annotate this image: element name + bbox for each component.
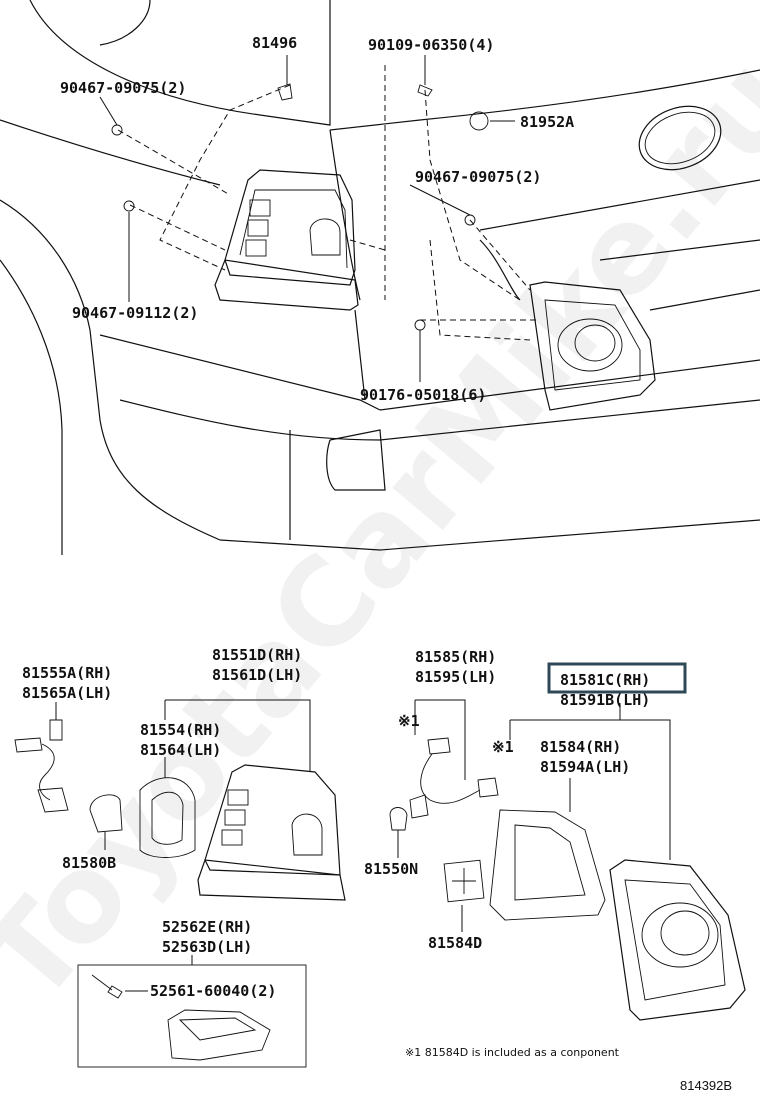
gasket-81584 [489,703,671,921]
gasket-81554 [139,757,196,858]
bulb-81580b [89,794,123,850]
socket-81585 [389,699,499,858]
label-52561-60040: 52561-60040(2) [150,982,276,1000]
highlight-81581c [547,662,687,694]
reflector-box-52562e [77,955,307,1068]
label-81581c: 81581C(RH) [560,671,650,689]
label-81564: 81564(LH) [140,741,221,759]
tail-lamp-left [214,169,359,311]
mark-1-a: ※1 [398,712,420,730]
fasteners-top [111,83,489,331]
label-81591b: 81591B(LH) [560,691,650,709]
label-81580b: 81580B [62,854,116,872]
label-81554: 81554(RH) [140,721,221,739]
tail-lamp-right [529,281,656,411]
label-81952a: 81952A [520,113,574,131]
figure-id: 814392B [680,1078,732,1093]
lamp-assy-81581c [609,859,746,1021]
label-81585: 81585(RH) [415,648,496,666]
mark-1-b: ※1 [492,738,514,756]
label-90109-06350: 90109-06350(4) [368,36,494,54]
label-90467-09075-a: 90467-09075(2) [60,79,186,97]
label-81565a: 81565A(LH) [22,684,112,702]
label-90467-09112: 90467-09112(2) [72,304,198,322]
leaders-top [99,55,515,382]
label-81594a: 81594A(LH) [540,758,630,776]
label-seal-81584d [443,859,485,932]
footnote: ※1 81584D is included as a conponent [405,1046,620,1059]
label-90176-05018: 90176-05018(6) [360,386,486,404]
label-81550n: 81550N [364,860,418,878]
label-52563d: 52563D(LH) [162,938,252,956]
watermark: ToyotaCarMike.ru [0,32,760,1029]
label-81555a: 81555A(RH) [22,664,112,682]
lamp-assy-81551d [164,699,346,901]
install-lines-top [117,65,540,341]
label-81595: 81595(LH) [415,668,496,686]
label-90467-09075-b: 90467-09075(2) [415,168,541,186]
label-81561d: 81561D(LH) [212,666,302,684]
highlight-fill [551,666,683,690]
label-81584: 81584(RH) [540,738,621,756]
socket-81555a [14,702,69,813]
label-81496: 81496 [252,34,297,52]
label-81584d: 81584D [428,934,482,952]
label-81551d: 81551D(RH) [212,646,302,664]
vehicle-body [0,0,760,555]
label-52562e: 52562E(RH) [162,918,252,936]
